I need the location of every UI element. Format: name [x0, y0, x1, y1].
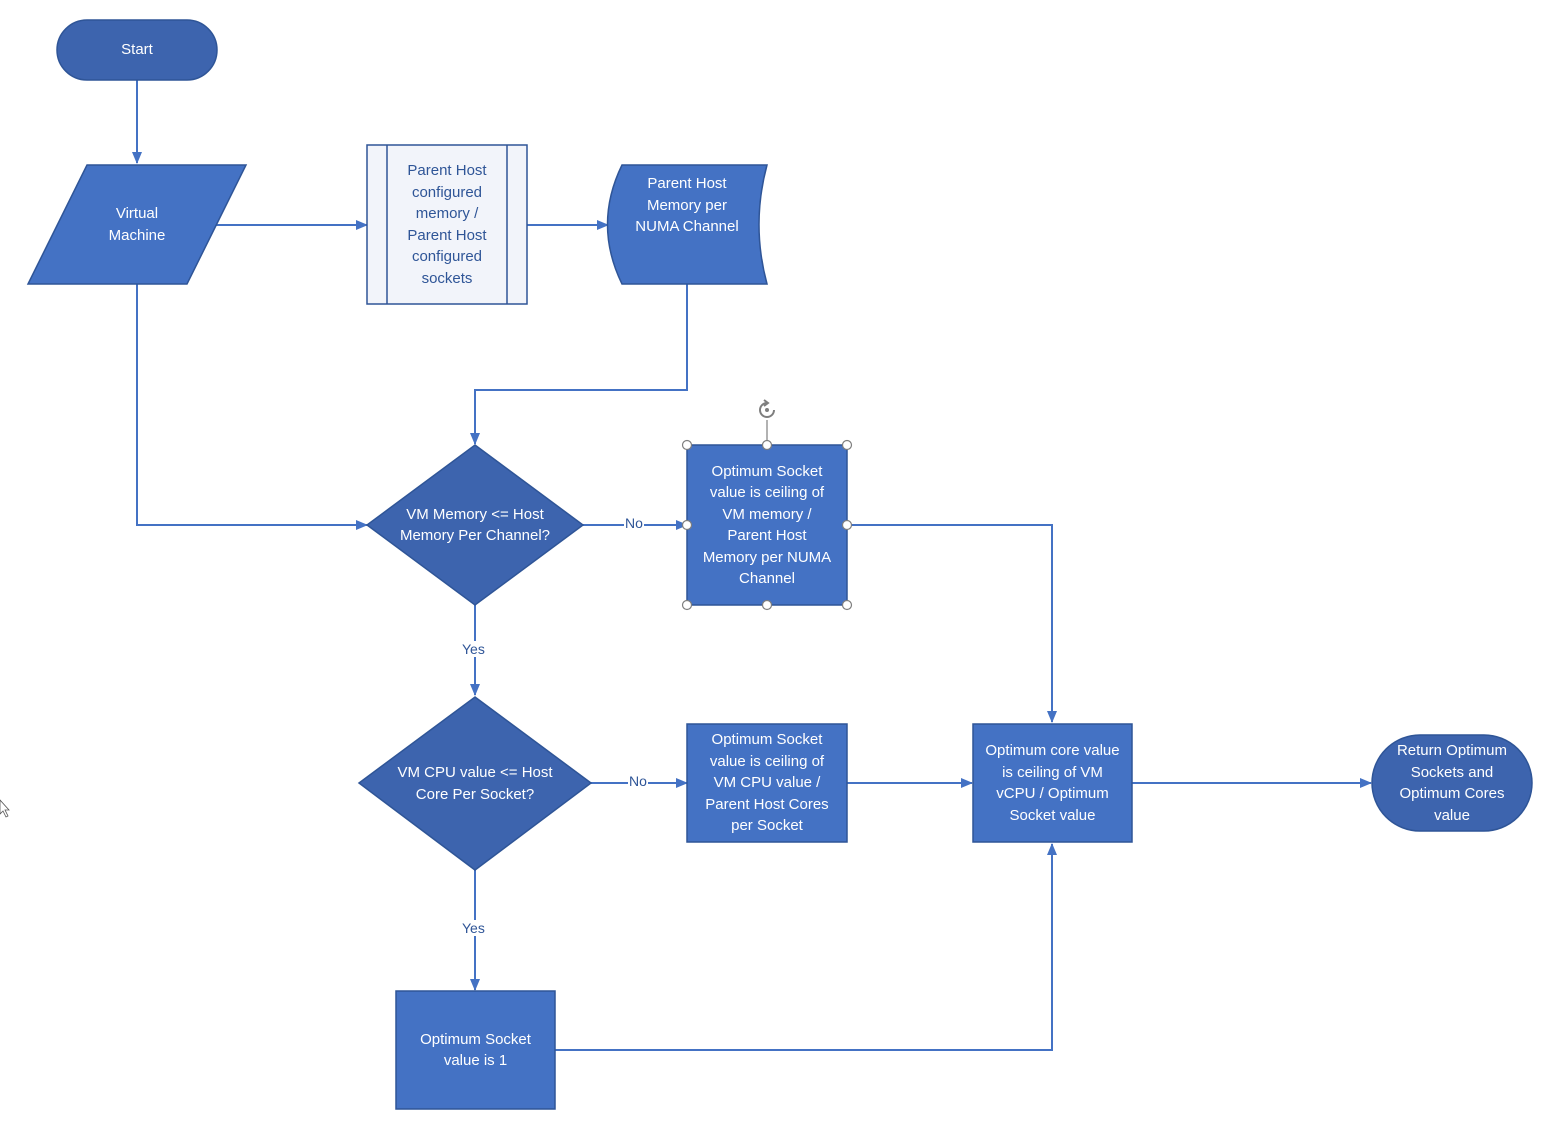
core-value-process[interactable]	[972, 723, 1133, 843]
handle-top-right[interactable]	[841, 439, 853, 451]
socket-by-memory-label: Optimum Socket value is ceiling of VM me…	[702, 462, 832, 588]
socket-by-memory-process[interactable]	[686, 444, 848, 606]
handle-top-center[interactable]	[761, 439, 773, 451]
memory-per-numa-label: Parent Host Memory per NUMA Channel	[635, 175, 739, 236]
handle-middle-right[interactable]	[841, 519, 853, 531]
selection-handles[interactable]	[681, 420, 853, 611]
core-value-label: Optimum core value is ceiling of VM vCPU…	[985, 742, 1120, 824]
edge-label-cpu-no: No	[628, 773, 648, 789]
start-label: Start	[121, 41, 153, 59]
edge-virtual-machine-to-memory-decision[interactable]	[136, 284, 368, 530]
handle-bottom-center[interactable]	[761, 599, 773, 611]
memory-decision-diamond[interactable]	[365, 444, 585, 606]
rotate-handle-icon[interactable]	[759, 399, 775, 418]
edge-label-cpu-yes: Yes	[461, 920, 486, 936]
handle-bottom-left[interactable]	[681, 599, 693, 611]
edge-memory-per-numa-to-memory-decision[interactable]	[470, 284, 688, 445]
connectors	[132, 80, 1372, 1051]
edge-label-memory-no: No	[624, 515, 644, 531]
handle-top-left[interactable]	[681, 439, 693, 451]
edge-socket-by-memory-to-core-value[interactable]	[847, 524, 1057, 723]
edge-label-memory-yes: Yes	[461, 641, 486, 657]
mouse-cursor-icon	[0, 799, 10, 818]
memory-per-numa-stored-data-shape[interactable]	[606, 164, 768, 285]
host-memory-calc-predefined-process[interactable]	[366, 144, 528, 305]
handle-middle-left[interactable]	[681, 519, 693, 531]
host-memory-calc-label: Parent Host configured memory / Parent H…	[407, 162, 487, 287]
socket-by-cpu-label: Optimum Socket value is ceiling of VM CP…	[705, 731, 829, 835]
start-terminator[interactable]	[56, 19, 218, 81]
socket-by-cpu-process[interactable]	[686, 723, 848, 843]
memory-decision-label: VM Memory <= Host Memory Per Channel?	[399, 505, 551, 545]
return-values-label: Return Optimum Sockets and Optimum Cores…	[1396, 742, 1508, 824]
return-values-terminator[interactable]	[1371, 734, 1533, 832]
socket-one-label: Optimum Socket value is 1	[420, 1030, 531, 1070]
edge-socket-one-to-core-value[interactable]	[555, 843, 1057, 1051]
socket-one-process[interactable]	[395, 990, 556, 1110]
virtual-machine-label: Virtual Machine	[108, 205, 166, 244]
cpu-decision-label: VM CPU value <= Host Core Per Socket?	[397, 764, 553, 803]
handle-bottom-right[interactable]	[841, 599, 853, 611]
virtual-machine-data-shape[interactable]	[26, 164, 248, 285]
cpu-decision-diamond[interactable]	[357, 696, 593, 871]
